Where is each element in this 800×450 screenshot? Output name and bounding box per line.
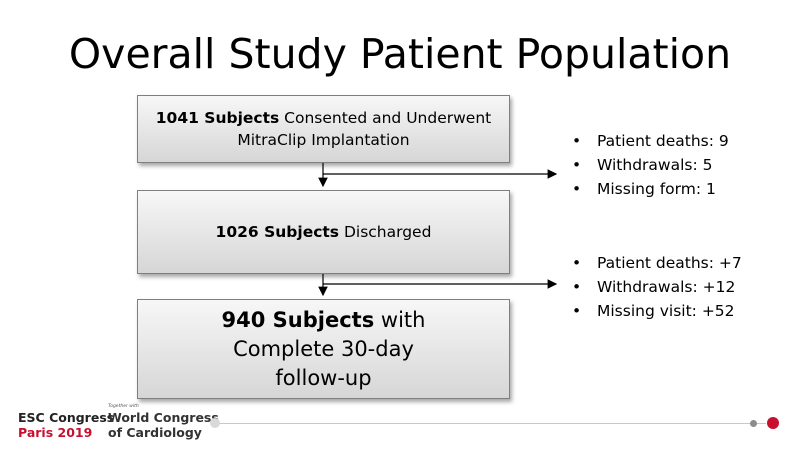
discharged-label: Discharged bbox=[339, 223, 432, 241]
wcc-line-1: World Congress bbox=[108, 410, 219, 425]
enrolled-box: 1041 Subjects Consented and Underwent Mi… bbox=[137, 95, 510, 163]
esc-line-2: Paris 2019 bbox=[18, 425, 93, 440]
discharged-box: 1026 Subjects Discharged bbox=[137, 190, 510, 274]
exclusion-item: Withdrawals: +12 bbox=[572, 275, 742, 299]
esc-congress-logo: ESC Congress Paris 2019 bbox=[18, 410, 114, 440]
exclusion-item: Missing visit: +52 bbox=[572, 299, 742, 323]
enrolled-count: 1041 Subjects bbox=[155, 109, 280, 127]
together-with-label: Together with bbox=[108, 404, 139, 409]
followup-box: 940 Subjects with Complete 30-day follow… bbox=[137, 299, 510, 399]
exclusion-list-1: Patient deaths: 9 Withdrawals: 5 Missing… bbox=[572, 129, 729, 201]
exclusion-item: Patient deaths: 9 bbox=[572, 129, 729, 153]
exclusion-item: Withdrawals: 5 bbox=[572, 153, 729, 177]
exclusion-item: Missing form: 1 bbox=[572, 177, 729, 201]
footer-dot-start bbox=[210, 418, 220, 428]
exclusion-list-2: Patient deaths: +7 Withdrawals: +12 Miss… bbox=[572, 251, 742, 323]
followup-label-3: follow-up bbox=[275, 365, 372, 390]
footer-dot-end bbox=[767, 417, 779, 429]
wcc-line-2: of Cardiology bbox=[108, 425, 202, 440]
enrolled-label: Consented and Underwent bbox=[279, 109, 492, 127]
footer-dot-mid bbox=[750, 420, 757, 427]
wcc-logo: World Congress of Cardiology bbox=[108, 410, 219, 440]
slide-title: Overall Study Patient Population bbox=[68, 30, 732, 78]
followup-label: with bbox=[374, 307, 426, 332]
followup-count: 940 Subjects bbox=[221, 307, 375, 332]
footer-divider bbox=[214, 423, 766, 424]
exclusion-item: Patient deaths: +7 bbox=[572, 251, 742, 275]
esc-line-1: ESC Congress bbox=[18, 410, 115, 425]
enrolled-label-2: MitraClip Implantation bbox=[237, 131, 410, 149]
discharged-count: 1026 Subjects bbox=[215, 223, 340, 241]
followup-label-2: Complete 30-day bbox=[233, 336, 414, 361]
